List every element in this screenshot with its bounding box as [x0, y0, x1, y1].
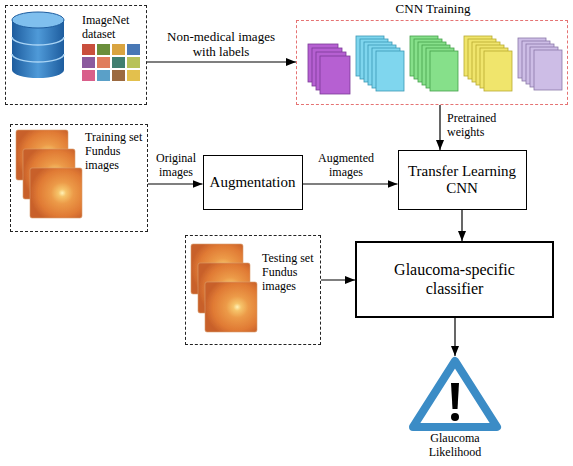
- text-holder: CNN Training: [297, 2, 569, 17]
- flow-arrow: [303, 183, 398, 184]
- flow-arrow: [439, 105, 440, 150]
- label-holder: Original images: [150, 152, 202, 180]
- node-text: Transfer Learning CNN: [405, 163, 520, 198]
- image-set-panel: Training set Fundus images: [10, 124, 148, 232]
- flow-arrow: [147, 61, 296, 62]
- process-box: Augmentation: [203, 155, 303, 210]
- database-icon: [12, 12, 64, 78]
- node-text: Glaucoma Likelihood: [420, 432, 490, 459]
- flow-arrow: [321, 279, 355, 280]
- node-text: Augmentation: [210, 174, 296, 191]
- cnn-illustration: [308, 36, 562, 94]
- warning-node: Glaucoma Likelihood: [408, 356, 502, 462]
- thumbnail-grid: [82, 44, 140, 81]
- label-holder: Pretrained weights: [447, 112, 519, 140]
- edge-label: Original images: [150, 152, 202, 180]
- node-text: Glaucoma-specific classifier: [380, 261, 530, 298]
- node-text: Training set Fundus images: [85, 131, 147, 172]
- warning-triangle: [408, 356, 502, 432]
- label-holder: Non-medical images with labels: [160, 30, 282, 60]
- edge-label: Augmented images: [306, 152, 386, 180]
- dataset-panel: ImageNet dataset: [5, 5, 147, 105]
- exclamation-bar: [451, 383, 459, 409]
- node-text: CNN Training: [297, 2, 569, 17]
- node-text: Testing set Fundus images: [262, 252, 318, 293]
- text-holder: Training set Fundus images: [85, 131, 147, 172]
- label-holder: Augmented images: [306, 152, 386, 180]
- training-panel: CNN Training: [296, 20, 568, 105]
- edge-label: Non-medical images with labels: [160, 30, 282, 60]
- text-holder: ImageNet dataset: [82, 14, 142, 42]
- fundus-images: [191, 244, 257, 332]
- fundus-images: [16, 130, 82, 218]
- flow-arrow: [148, 183, 203, 184]
- text-holder: Glaucoma Likelihood: [420, 432, 490, 459]
- exclamation-dot: [451, 413, 459, 421]
- edge-label: Pretrained weights: [447, 112, 519, 140]
- classifier-box: Glaucoma-specific classifier: [355, 241, 554, 318]
- flow-arrow: [461, 210, 462, 241]
- triangle-outline: [413, 361, 497, 427]
- image-set-panel: Testing set Fundus images: [185, 235, 321, 345]
- text-holder: Testing set Fundus images: [262, 252, 318, 293]
- process-box: Transfer Learning CNN: [398, 150, 527, 210]
- flow-arrow: [454, 318, 455, 356]
- node-text: ImageNet dataset: [82, 14, 142, 42]
